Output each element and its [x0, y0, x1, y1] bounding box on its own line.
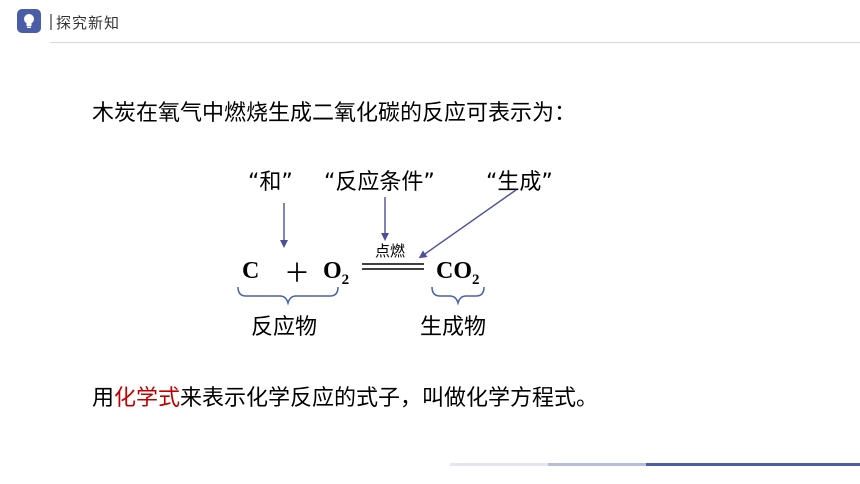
definition-text: 用化学式来表示化学反应的式子，叫做化学方程式。: [92, 386, 599, 411]
footer-line-dark: [646, 463, 860, 466]
lightbulb-icon: [17, 9, 41, 33]
header-bar: 探究新知: [0, 0, 860, 44]
reactants-label: 反应物: [251, 315, 318, 340]
header-underline: [50, 42, 860, 43]
label-produce: “生成”: [486, 170, 553, 195]
reactant-oxygen: O2: [323, 258, 350, 288]
label-and: “和”: [248, 170, 293, 195]
product-co2: CO2: [436, 258, 480, 288]
header-divider: [50, 14, 52, 30]
products-label: 生成物: [420, 315, 487, 340]
intro-text: 木炭在氧气中燃烧生成二氧化碳的反应可表示为：: [92, 101, 577, 126]
brace-reactants: [237, 286, 339, 306]
footer-line-light: [450, 463, 550, 466]
arrow-produce: [418, 189, 517, 259]
oxygen-subscript: 2: [341, 271, 350, 288]
reactant-carbon: C: [242, 258, 260, 284]
footer-line-mid: [548, 463, 648, 466]
section-title: 探究新知: [56, 14, 121, 32]
label-condition: “反应条件”: [324, 170, 435, 195]
reaction-condition: 点燃: [375, 242, 406, 260]
co2-subscript: 2: [472, 271, 480, 288]
brace-products: [431, 286, 485, 306]
plus-sign: ＋: [284, 259, 311, 289]
highlight-chemical-formula: 化学式: [114, 386, 181, 411]
